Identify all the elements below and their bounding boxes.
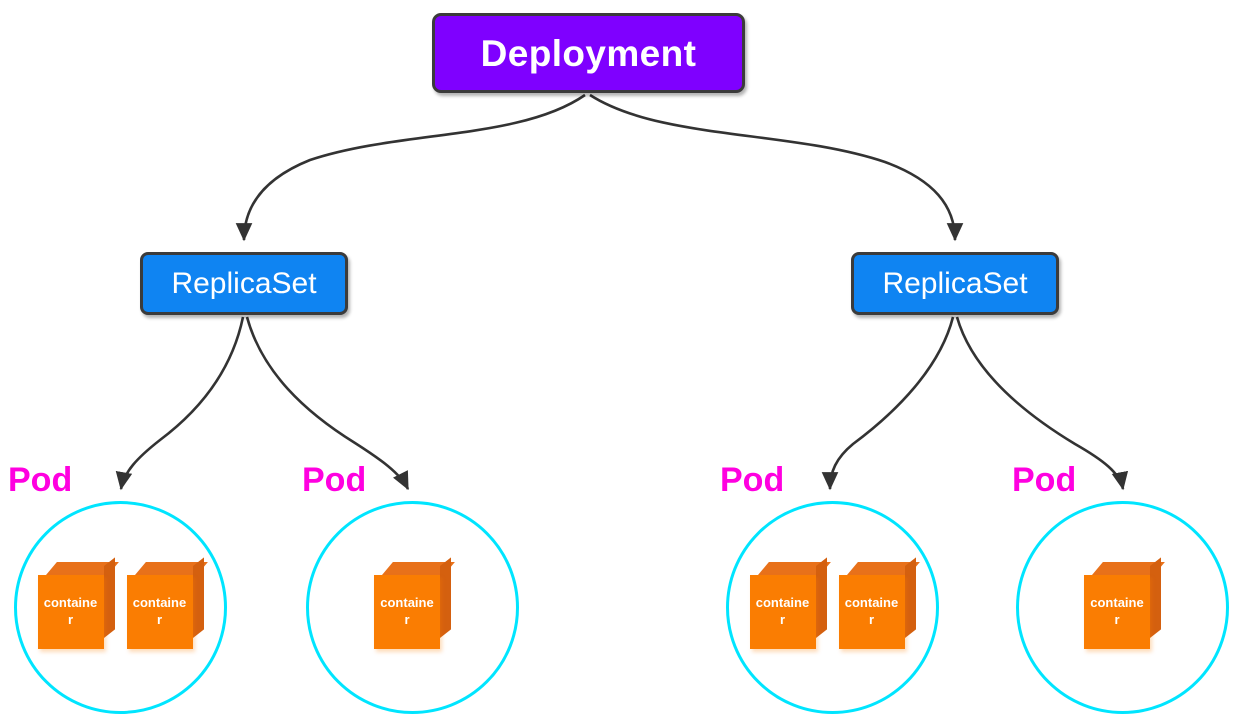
cube-front-face: container (126, 574, 193, 649)
node-pod-2[interactable]: Pod container (302, 463, 519, 714)
container-cube[interactable]: container (749, 556, 831, 654)
node-deployment[interactable]: Deployment (432, 13, 745, 93)
cube-side-face (815, 556, 827, 638)
edge-replicaset-right-to-pod-3 (821, 316, 955, 491)
cube-front-face: container (749, 574, 816, 649)
pod-4-containers: container (1016, 501, 1229, 714)
pod-2-label: Pod (302, 461, 367, 499)
container-label: container (132, 595, 187, 627)
replicaset-right-label: ReplicaSet (882, 266, 1028, 300)
cube-front-face: container (1084, 574, 1150, 649)
cube-side-face (1150, 556, 1161, 638)
cube-front-face: container (838, 574, 905, 649)
container-cube[interactable]: container (374, 556, 455, 654)
pod-4-label: Pod (1012, 461, 1077, 499)
cube-front-face: container (374, 574, 440, 649)
container-cube[interactable]: container (838, 556, 920, 654)
node-pod-3[interactable]: Pod container container (720, 463, 939, 714)
deployment-label: Deployment (480, 32, 697, 74)
cube-side-face (103, 556, 115, 638)
container-label: container (43, 595, 98, 627)
cube-side-face (192, 556, 204, 638)
cube-side-face (904, 556, 916, 638)
container-cube[interactable]: container (126, 556, 208, 654)
pod-1-label: Pod (8, 461, 73, 499)
container-label: container (755, 595, 810, 627)
container-label: container (380, 595, 434, 627)
pod-3-containers: container container (726, 501, 939, 714)
container-cube[interactable]: container (37, 556, 119, 654)
node-replicaset-right[interactable]: ReplicaSet (851, 252, 1059, 315)
container-label: container (1090, 595, 1144, 627)
pod-1-containers: container container (14, 501, 227, 714)
replicaset-left-label: ReplicaSet (171, 266, 317, 300)
edge-deployment-to-replicaset-right (589, 93, 964, 242)
cube-front-face: container (37, 574, 104, 649)
node-replicaset-left[interactable]: ReplicaSet (140, 252, 348, 315)
pod-2-containers: container (306, 501, 519, 714)
node-pod-1[interactable]: Pod container container (8, 463, 227, 714)
edge-deployment-to-replicaset-left (235, 93, 586, 242)
edge-replicaset-left-to-pod-1 (115, 316, 245, 491)
container-label: container (844, 595, 899, 627)
cube-side-face (440, 556, 451, 638)
node-pod-4[interactable]: Pod container (1012, 463, 1229, 714)
container-cube[interactable]: container (1084, 556, 1165, 654)
pod-3-label: Pod (720, 461, 785, 499)
